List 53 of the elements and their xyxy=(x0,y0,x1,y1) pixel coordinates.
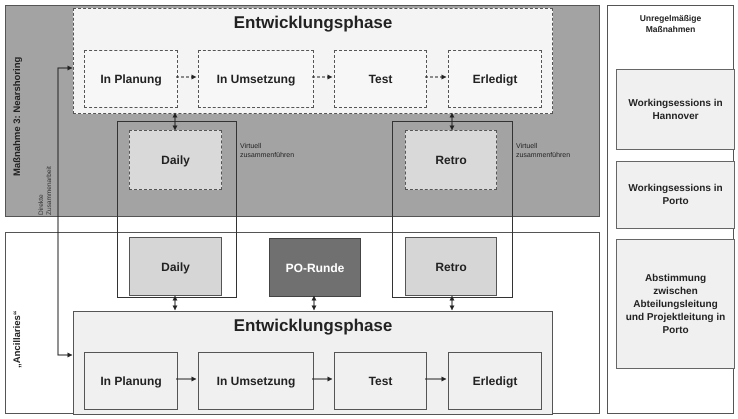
arrow xyxy=(312,376,332,382)
box-label: In Umsetzung xyxy=(216,72,296,86)
arrow xyxy=(312,296,316,310)
process-box xyxy=(198,352,314,410)
box-label: In Umsetzung xyxy=(216,374,296,388)
arrow xyxy=(176,376,196,382)
box-label: Erledigt xyxy=(472,374,518,388)
arrow xyxy=(172,112,178,130)
process-box xyxy=(334,50,427,108)
side-panel xyxy=(607,5,734,414)
activity-label: Workingsessions in Porto xyxy=(627,182,724,208)
arrow xyxy=(176,74,196,80)
meeting-box xyxy=(405,130,497,190)
section-title: Maßnahme 3: Nearshoring xyxy=(12,56,23,176)
process-box xyxy=(198,50,314,108)
phase-title: Entwicklungsphase xyxy=(232,316,394,336)
phase-container xyxy=(73,311,553,415)
box-label: Test xyxy=(368,374,394,388)
box-label: Retro xyxy=(434,153,468,167)
meeting-box xyxy=(405,237,497,296)
box-label: In Planung xyxy=(99,374,163,388)
panel-title: Unregelmäßige Maßnahmen xyxy=(638,13,702,36)
box-label: In Planung xyxy=(99,72,163,86)
arrow xyxy=(424,376,446,382)
process-box xyxy=(448,50,542,108)
box-label: Retro xyxy=(434,260,468,274)
box-label: Erledigt xyxy=(472,72,518,86)
process-box xyxy=(334,352,427,410)
arrow xyxy=(450,112,454,130)
process-box xyxy=(448,352,542,410)
phase-title: Entwicklungsphase xyxy=(232,13,394,33)
meeting-box xyxy=(129,237,222,296)
arrow xyxy=(312,74,332,80)
meeting-box xyxy=(129,130,222,190)
section-title: „Ancillaries“ xyxy=(12,310,23,368)
arrow xyxy=(450,296,454,310)
process-box xyxy=(84,352,178,410)
box-label: Daily xyxy=(160,153,191,167)
section-band xyxy=(5,5,600,217)
arrow xyxy=(424,74,446,80)
activity-box xyxy=(616,161,735,229)
meeting-box xyxy=(269,238,361,297)
process-box xyxy=(84,50,178,108)
phase-container xyxy=(73,8,553,114)
box-label: Daily xyxy=(160,260,191,274)
activity-label: Abstimmung zwischen Abteilungsleitung und Projektleitung in Porto xyxy=(624,272,726,336)
arrow xyxy=(58,66,72,358)
activity-box xyxy=(616,239,735,369)
box-label: Test xyxy=(368,72,394,86)
arrow xyxy=(172,296,178,310)
activity-label: Workingsessions in Hannover xyxy=(627,96,724,122)
activity-box xyxy=(616,69,735,150)
box-label: PO-Runde xyxy=(284,260,346,274)
